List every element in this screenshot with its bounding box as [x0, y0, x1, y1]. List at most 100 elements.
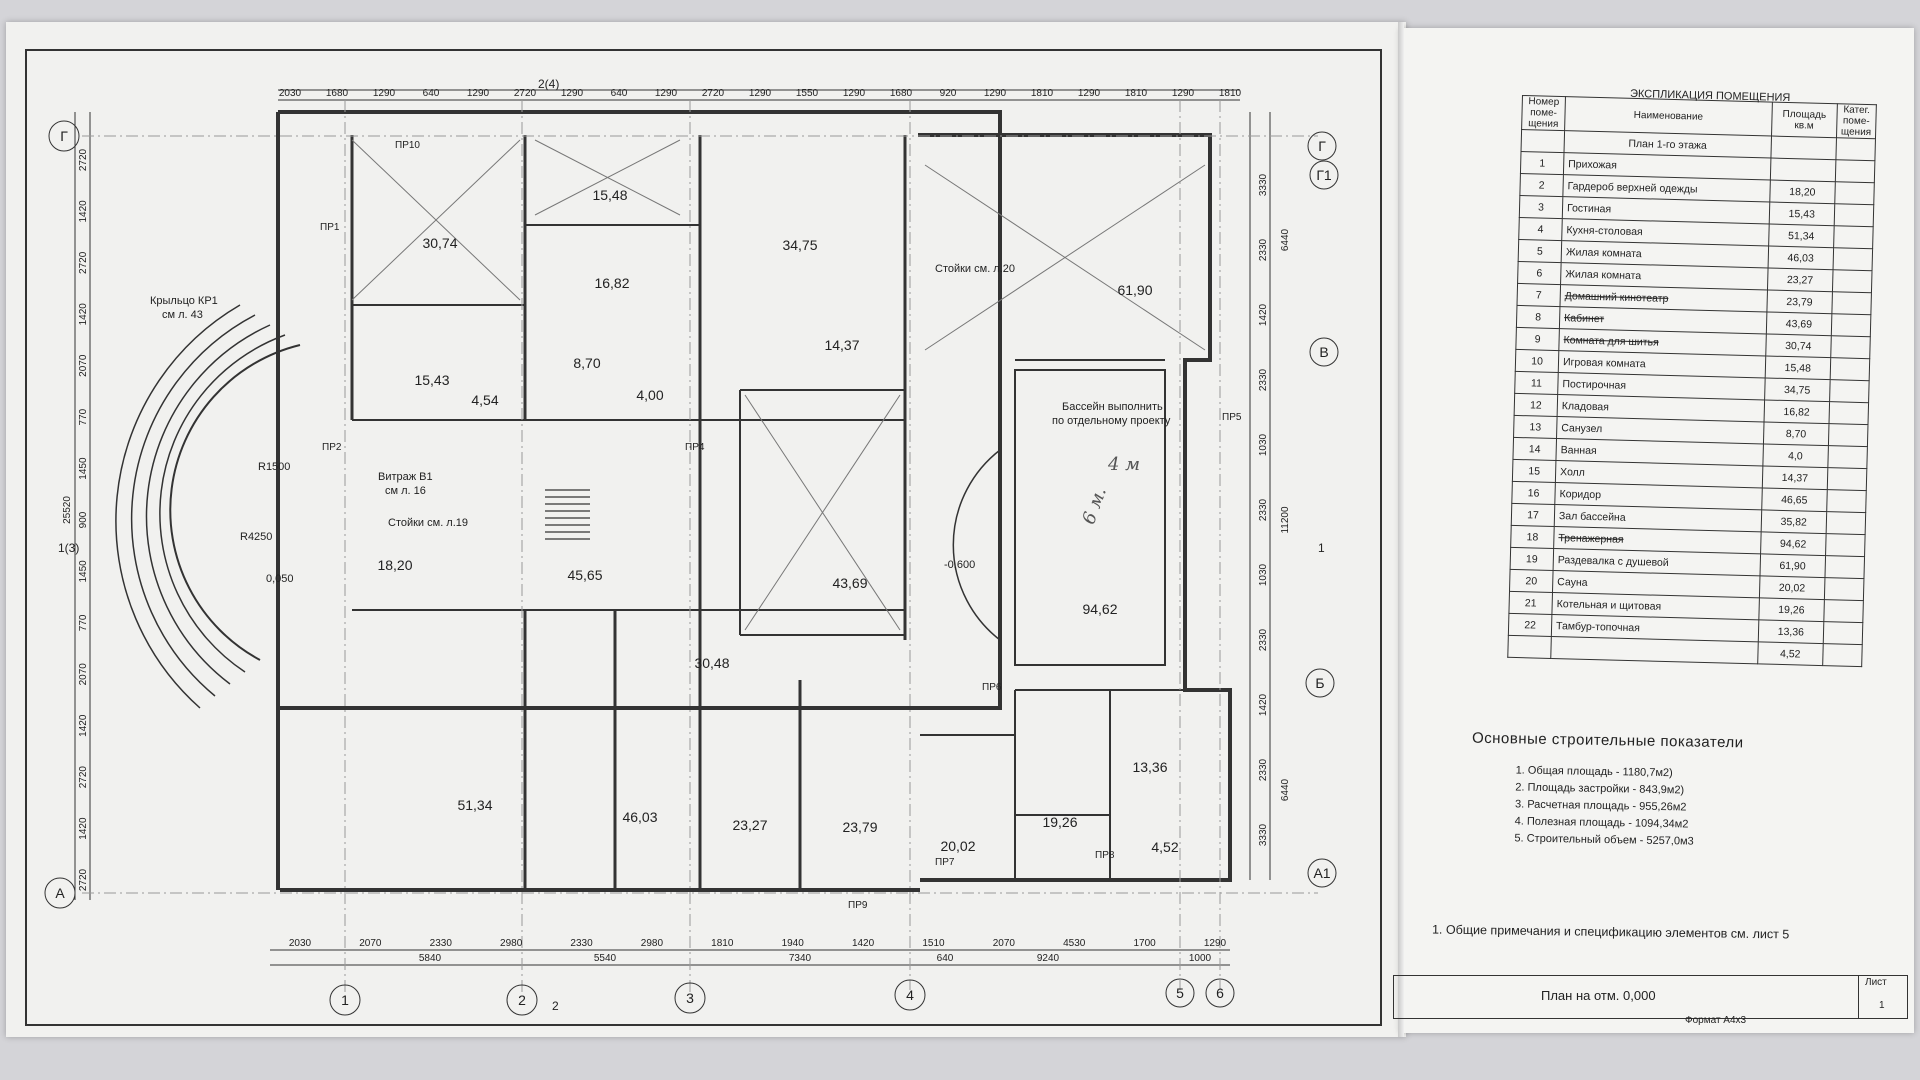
dimension-label: 1030	[1258, 563, 1269, 586]
cell-cat	[1832, 269, 1873, 293]
axis-bubble: 3	[674, 982, 706, 1014]
axis-bubble: Б	[1305, 668, 1335, 698]
header-name: Наименование	[1564, 96, 1773, 137]
dimension-label: 2720	[514, 88, 537, 99]
axis-bubble: В	[1309, 337, 1339, 367]
cell-num: 15	[1512, 459, 1556, 483]
svg-text:А: А	[55, 885, 65, 901]
cell-cat	[1833, 203, 1874, 227]
svg-text:1: 1	[341, 992, 349, 1008]
room-area: 13,36	[1132, 759, 1167, 775]
cell-num: 4	[1518, 217, 1563, 241]
dimension-label: 640	[937, 953, 954, 964]
dimension-label: 1700	[1133, 938, 1156, 949]
cell-area: 15,43	[1769, 202, 1835, 226]
dimension-label: 3330	[1258, 173, 1269, 196]
cell-area	[1770, 158, 1836, 182]
axis-bubble: Г1	[1309, 160, 1339, 190]
cell-area: 94,62	[1760, 531, 1826, 556]
cell-cat	[1822, 643, 1863, 667]
room-area: 4,00	[636, 387, 663, 403]
svg-text:А1: А1	[1313, 865, 1330, 881]
vitrage-label: Витраж В1	[378, 471, 433, 483]
cell-area: 13,36	[1758, 619, 1824, 644]
cell-num: 11	[1514, 371, 1559, 395]
dimension-label: 1290	[655, 88, 678, 99]
room-area: 4,52	[1151, 839, 1178, 855]
dimension-label: 1420	[1258, 693, 1269, 716]
porch-ref: см л. 43	[162, 309, 203, 321]
cell-cat	[1829, 357, 1870, 381]
dimension-label: 2070	[359, 938, 382, 949]
cell-cat	[1824, 577, 1864, 601]
svg-text:3: 3	[686, 990, 694, 1006]
room-area: 18,20	[377, 557, 412, 573]
dimension-label: 1290	[1172, 88, 1195, 99]
room-area: 19,26	[1042, 814, 1077, 830]
sheet-label: Лист	[1865, 977, 1887, 988]
porch-label: Крыльцо КР1	[150, 295, 218, 307]
svg-text:В: В	[1319, 344, 1328, 360]
dimension-label: 1420	[78, 817, 89, 840]
dimension-label: 1810	[1219, 88, 1242, 99]
dimension-label: 1030	[1258, 433, 1269, 456]
cell-cat	[1831, 291, 1872, 315]
cell-num	[1507, 635, 1552, 659]
svg-text:4: 4	[906, 987, 914, 1003]
cell-num: 8	[1516, 305, 1560, 329]
cell-num: 16	[1511, 481, 1556, 505]
cell-area: 34,75	[1764, 377, 1830, 402]
cell-cat	[1826, 489, 1867, 513]
room-area: 45,65	[567, 567, 602, 583]
dimension-label: 1450	[78, 560, 89, 583]
cell-num: 3	[1519, 195, 1563, 219]
dimension-label: 2030	[279, 88, 302, 99]
dimension-label: 1290	[1204, 938, 1227, 949]
room-area: 14,37	[824, 337, 859, 353]
section-mark: 1(3)	[58, 541, 79, 555]
dimension-label: 2330	[1258, 238, 1269, 261]
cell-cat	[1825, 511, 1866, 535]
cell-cat	[1835, 159, 1875, 183]
dimension-label: 5540	[594, 953, 617, 964]
cell-area: 30,74	[1765, 333, 1832, 358]
cell-cat	[1829, 379, 1870, 403]
dimension-label: 2070	[993, 938, 1016, 949]
dimension-label: 1810	[711, 938, 734, 949]
axis-bubble: 1	[329, 984, 361, 1016]
cell-area: 43,69	[1766, 311, 1832, 336]
cell-name	[1550, 636, 1759, 664]
room-area: 15,43	[414, 372, 449, 388]
dimension-label: 1290	[1078, 88, 1101, 99]
dimension-label: 1420	[852, 938, 875, 949]
dimension-total: 6440	[1280, 228, 1291, 251]
drawing-sheet	[6, 22, 1406, 1037]
window-mark: ПР7	[935, 857, 955, 868]
cell-area: 4,0	[1762, 443, 1829, 468]
svg-text:5: 5	[1176, 985, 1184, 1001]
sheet-fold	[1398, 22, 1404, 1037]
svg-text:Г: Г	[1318, 138, 1326, 154]
window-mark: ПР10	[395, 140, 420, 151]
window-mark: ПР4	[685, 442, 705, 453]
cell-area: 51,34	[1768, 224, 1834, 248]
dimension-label: 2030	[289, 938, 312, 949]
axis-bubble: А	[44, 877, 76, 909]
dimension-label: 2720	[702, 88, 725, 99]
cell-area: 35,82	[1760, 509, 1827, 534]
cell-num: 6	[1517, 261, 1562, 285]
cell-num: 22	[1508, 613, 1552, 637]
cell-cat	[1832, 247, 1873, 271]
dimension-label: 1550	[796, 88, 819, 99]
header-cat: Катег. поме- щения	[1836, 103, 1877, 139]
cell-num: 17	[1511, 503, 1555, 527]
room-area: 61,90	[1117, 282, 1152, 298]
cell-area: 23,79	[1766, 289, 1833, 314]
cell-area: 8,70	[1763, 421, 1829, 446]
cell-num: 7	[1516, 283, 1561, 307]
svg-text:2: 2	[518, 992, 526, 1008]
dimension-label: 2330	[1258, 628, 1269, 651]
dimension-label: 2720	[78, 251, 89, 274]
room-area: 30,74	[422, 235, 457, 251]
cell-cat	[1827, 445, 1868, 469]
